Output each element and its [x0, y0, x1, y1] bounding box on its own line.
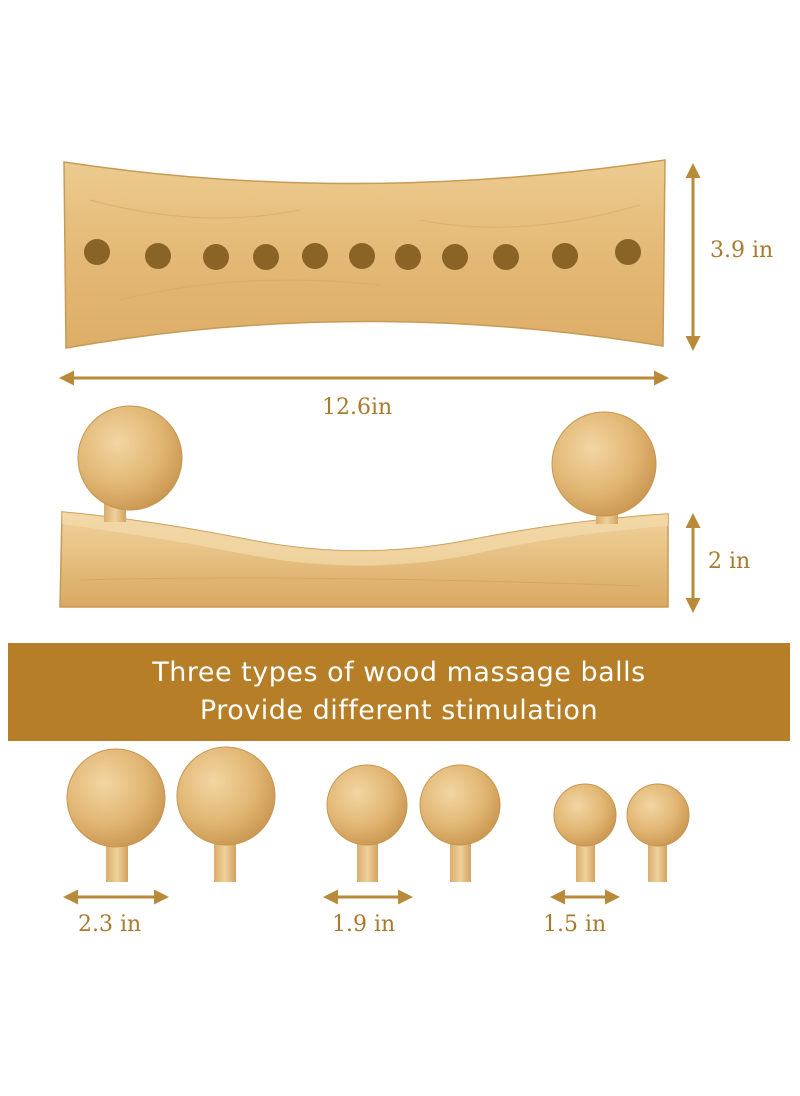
ball-pair-small [553, 783, 690, 882]
feature-banner: Three types of wood massage balls Provid… [8, 643, 790, 741]
ball-pair-medium [326, 764, 501, 882]
ball-small-size-label: 1.5 in [543, 912, 607, 937]
board-height-label: 3.9 in [710, 238, 774, 263]
board-top-view [63, 159, 666, 349]
board-width-label: 12.6in [322, 395, 393, 420]
board-holes [84, 239, 641, 270]
side-height-label: 2 in [708, 549, 751, 574]
banner-line-1: Three types of wood massage balls [152, 657, 646, 688]
ball-pair-large [66, 746, 276, 882]
ball-medium-size-label: 1.9 in [332, 912, 396, 937]
ball-large-size-label: 2.3 in [78, 912, 142, 937]
board-side-view [59, 405, 669, 608]
banner-line-2: Provide different stimulation [199, 695, 599, 726]
